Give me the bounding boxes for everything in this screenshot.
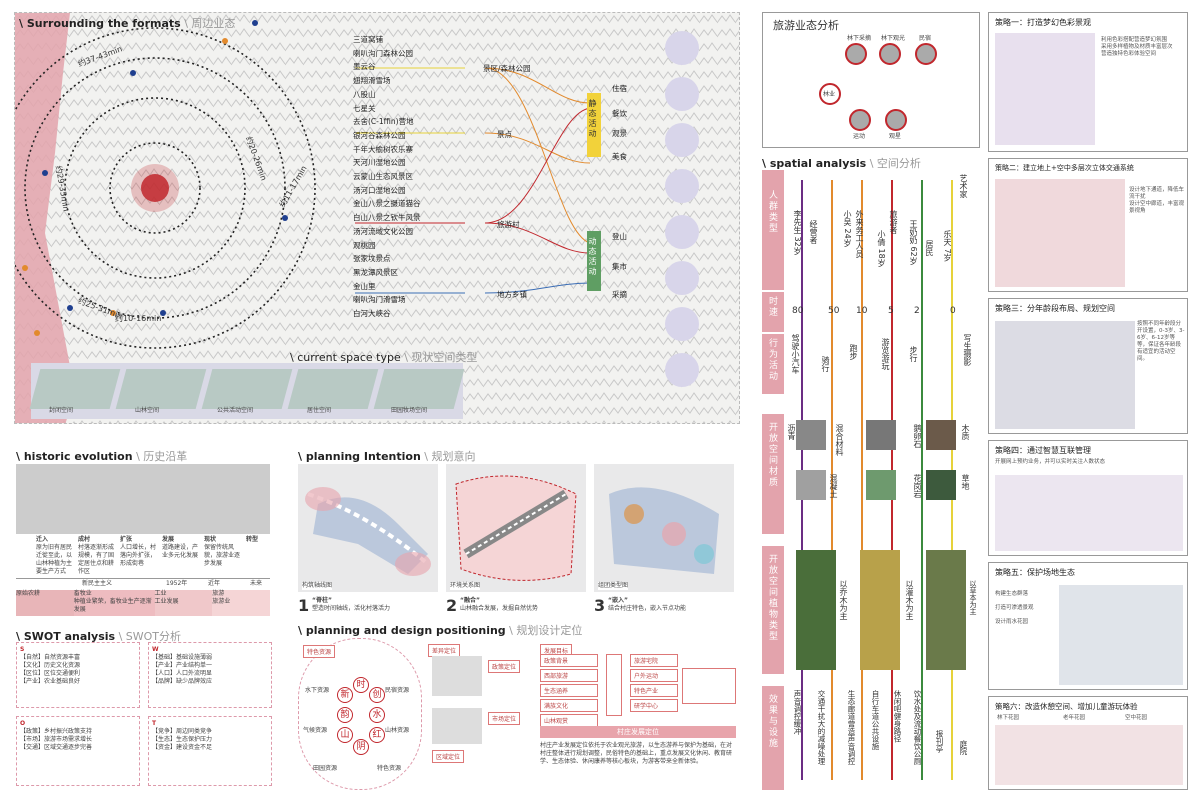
history-photos xyxy=(16,464,270,534)
act-stay: 住宿 xyxy=(612,84,627,93)
label-people: 人群类型 xyxy=(762,170,784,290)
label-effects: 效果与设施 xyxy=(762,686,784,790)
strategy-1: 策略一：打造梦幻色彩景观 利用色彩搭配营造梦幻氛围采用多样植物及材质丰富层次营造… xyxy=(988,12,1188,152)
section-title: \ current space type \ 现状空间类型 xyxy=(290,351,478,364)
label-material: 开放空间材质 xyxy=(762,414,784,534)
section-title: \ SWOT analysis \ SWOT分析 xyxy=(16,630,182,643)
section-title: \ planning Intention \ 规划意向 xyxy=(298,450,476,463)
space-type-strip: 封闭空间 山林空间 公共活动空间 居住空间 田园牧场空间 xyxy=(29,363,465,419)
node-scenic-spot: 景点 xyxy=(497,130,512,139)
act-pick: 采摘 xyxy=(612,290,627,299)
dev-goals: 发展目标 政策背景 西部旅游 生态涵养 满族文化 山林观赏 旅游宅院 户外运动 … xyxy=(540,638,738,790)
planning-intentions: 构筑轴线图 环境关系图 组团类型图 1 “脊柱”塑造时间轴线，活化村落活力 2 … xyxy=(298,464,738,615)
static-activity-bar: 静态活动 xyxy=(587,93,601,157)
node-town: 地方乡镇 xyxy=(497,290,527,299)
plant-herb-photos xyxy=(926,550,966,670)
diff-positioning: 差异定位 政策定位 市场定位 区域定位 xyxy=(428,638,536,790)
label-plants: 开放空间植物类型 xyxy=(762,546,784,674)
spatial-panel: 人群类型 时速 行为活动 开放空间材质 开放空间植物类型 效果与设施 李先生 3… xyxy=(762,170,980,790)
intention-map-1: 构筑轴线图 xyxy=(298,464,438,592)
node-scenic-area: 景区/森林公园 xyxy=(483,64,531,73)
strategies-column: 策略一：打造梦幻色彩景观 利用色彩搭配营造梦幻氛围采用多样植物及材质丰富层次营造… xyxy=(988,12,1188,790)
timeline: 新民主主义 1952年 近年 未来 xyxy=(16,578,270,588)
section-title: \ historic evolution \ 历史沿革 xyxy=(16,450,188,463)
history-stages: 迁入原为旧有居民迁徙至此，以山林种植为主要生产方式 成村村落逐渐形成规模，有了固… xyxy=(36,536,259,575)
tourism-panel: 旅游业态分析 林下采摘 林下观光 民宿 林业 运动 观星 xyxy=(762,12,980,148)
activity-illustrations xyxy=(665,31,699,387)
node-village: 旅游村 xyxy=(497,220,520,229)
plant-tree-photos xyxy=(796,550,836,670)
resource-ring: 特色资源 时 创 水 红 阴 山 韵 新 水下资源 民宿资源 气候资源 山林资源… xyxy=(298,638,422,790)
section-title: \ spatial analysis \ 空间分析 xyxy=(762,157,921,170)
label-activity: 行为活动 xyxy=(762,334,784,394)
act-dining: 餐饮 xyxy=(612,109,627,118)
terrain-map xyxy=(15,13,739,423)
formats-list: 三道窝铺喇叭沟门森林公园墨云谷 翅翔滑雪场八股山七星关 去舍(C-1ffin)营… xyxy=(353,35,421,319)
era-bar: 原始农耕 畜牧业种植业繁荣，畜牧业生产逐渐发展 工业工业发展 旅游旅游业 xyxy=(16,590,271,616)
act-food: 美食 xyxy=(612,152,627,161)
strategy-6: 策略六：改造休憩空间、增加儿童游玩体验 林下花园 老年花园 空中花园 xyxy=(988,696,1188,790)
ring-label: 约10-16min xyxy=(115,314,162,323)
surrounding-panel: \ Surrounding the formats \ 周边业态 约37-43m… xyxy=(14,12,740,424)
act-climb: 登山 xyxy=(612,232,627,241)
dynamic-activity-bar: 动态活动 xyxy=(587,231,601,291)
act-market: 集市 xyxy=(612,262,627,271)
section-title: \ planning and design positioning \ 规划设计… xyxy=(298,624,583,637)
strategy-4: 策略四：通过智慧互联管理 开展网上预约业务，并可以实时关注人数状态 xyxy=(988,440,1188,556)
swot-grid: S 【自然】自然资源丰富【文化】历史文化资源【区位】区位交通便利【产业】农业基础… xyxy=(16,642,274,788)
strategy-2: 策略二：建立地上+空中多层次立体交通系统 设计地下通道，降低车流干扰设计空中廊道… xyxy=(988,158,1188,292)
plant-shrub-photos xyxy=(860,550,900,670)
intention-map-3: 组团类型图 xyxy=(594,464,734,592)
strategy-3: 策略三：分年龄段布局、规划空间 按照不同年龄段分开设置，0-3岁、3-6岁、6-… xyxy=(988,298,1188,434)
label-speed: 时速 xyxy=(762,292,784,332)
section-title: \ Surrounding the formats \ 周边业态 xyxy=(19,17,236,30)
resource-chars: 时 创 水 红 阴 山 韵 新 xyxy=(337,677,385,757)
strategy-5: 策略五：保护场地生态 构建生态群落打造可渗透景观设计雨水花园 xyxy=(988,562,1188,690)
act-view: 观景 xyxy=(612,129,627,138)
intention-map-2: 环境关系图 xyxy=(446,464,586,592)
tourism-title: 旅游业态分析 xyxy=(773,19,839,32)
